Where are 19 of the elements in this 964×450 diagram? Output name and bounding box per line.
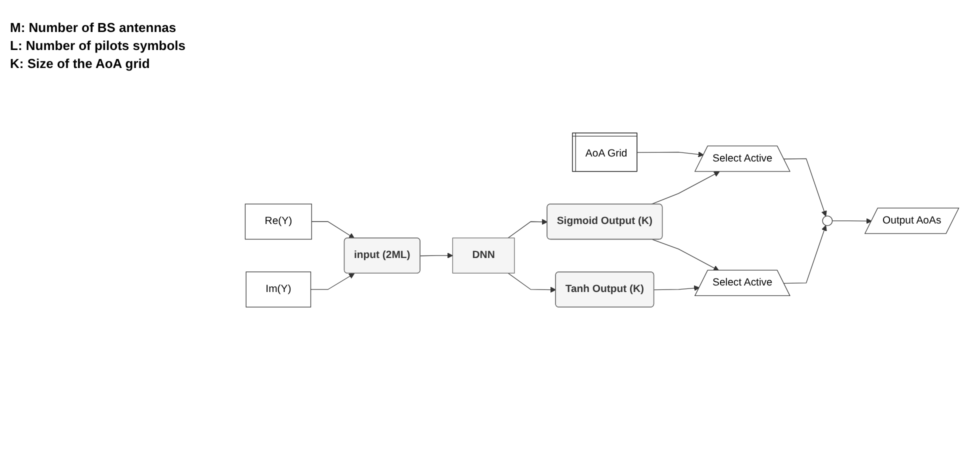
arrow (784, 158, 827, 216)
arrow (784, 225, 827, 284)
node-box: Re(Y) (244, 204, 312, 240)
arrow (508, 218, 548, 238)
note-text: L: Number of pilots symbols (10, 38, 187, 53)
node-box: DNN (452, 238, 515, 274)
arrow (420, 252, 453, 258)
arrow (650, 171, 720, 205)
node-box: Im(Y) (246, 272, 312, 308)
arrow (508, 272, 556, 293)
note-text: K: Size of the AoA grid (10, 56, 151, 71)
arrow (636, 152, 704, 158)
arrow (310, 273, 355, 290)
note-text: M: Number of BS antennas (10, 20, 178, 35)
arrow (311, 221, 355, 239)
arrow (654, 285, 700, 292)
arrow (652, 239, 720, 271)
node-circle (822, 216, 833, 226)
arrow (832, 218, 872, 224)
